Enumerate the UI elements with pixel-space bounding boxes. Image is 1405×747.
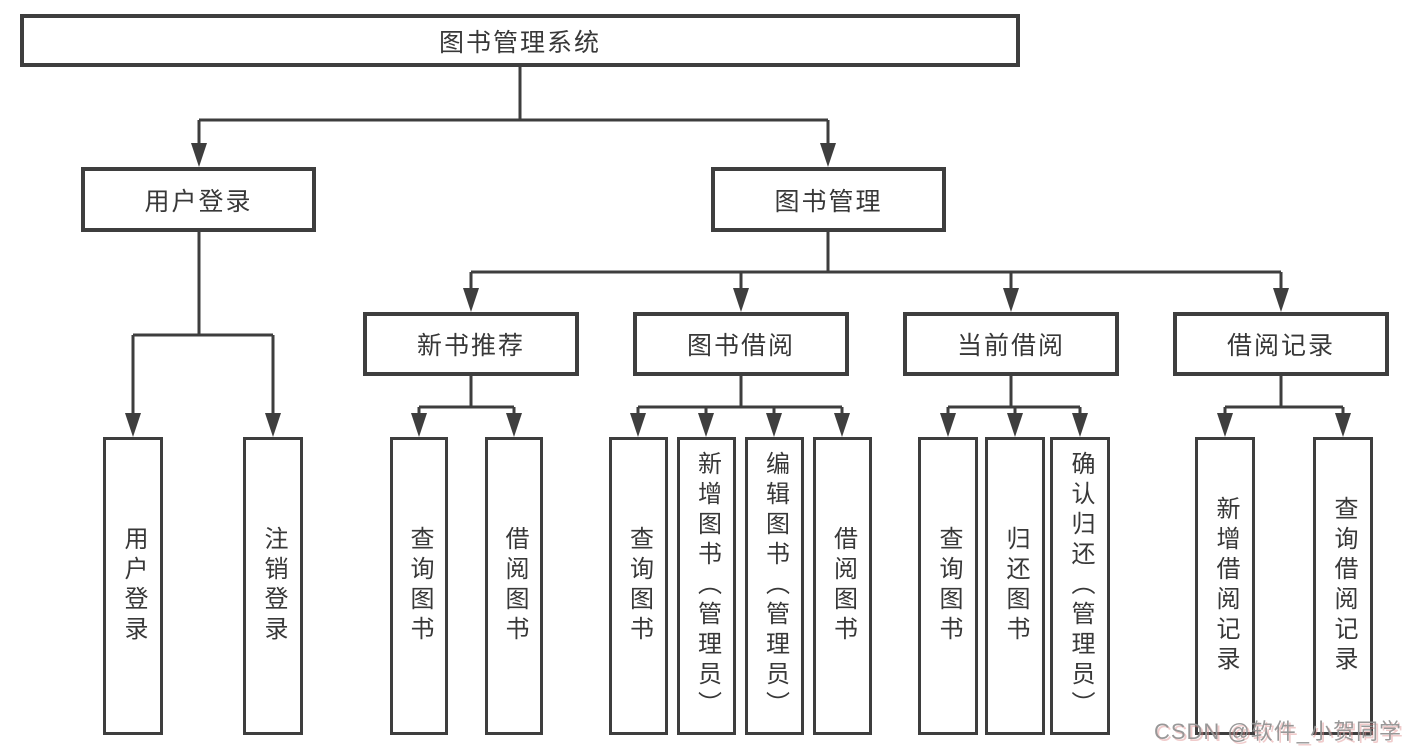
leaf-query-borrow-record: 查询借阅记录 <box>1313 437 1373 735</box>
edge-root-to-level2 <box>191 67 836 167</box>
node-label: 确认归还（管理员） <box>1067 451 1094 721</box>
leaf-add-books-admin: 新增图书（管理员） <box>677 437 736 735</box>
leaf-query-books-2: 查询图书 <box>609 437 668 735</box>
leaf-user-login: 用户登录 <box>103 437 163 735</box>
node-new-book-recommend: 新书推荐 <box>363 312 579 376</box>
node-label: 新增借阅记录 <box>1212 496 1239 676</box>
csdn-watermark: CSDN @软件_小贺同学 <box>1153 719 1402 744</box>
edge-borrow-to-leaves <box>630 376 850 437</box>
edge-records-to-leaves <box>1217 376 1351 437</box>
node-label: 查询图书 <box>935 526 962 646</box>
leaf-return-books: 归还图书 <box>985 437 1045 735</box>
node-label: 借阅图书 <box>829 526 857 646</box>
node-label: 查询图书 <box>625 526 653 646</box>
leaf-edit-books-admin: 编辑图书（管理员） <box>745 437 804 735</box>
node-current-borrowing: 当前借阅 <box>903 312 1119 376</box>
node-label: 用户登录 <box>144 187 253 216</box>
node-user-login: 用户登录 <box>81 167 316 232</box>
leaf-query-books-3: 查询图书 <box>918 437 978 735</box>
node-book-borrowing: 图书借阅 <box>633 312 849 376</box>
leaf-confirm-return-admin: 确认归还（管理员） <box>1050 437 1110 735</box>
node-label: 查询借阅记录 <box>1330 496 1357 676</box>
edge-userlogin-to-leaves <box>125 232 281 437</box>
leaf-add-borrow-record: 新增借阅记录 <box>1195 437 1255 735</box>
node-root-library-system: 图书管理系统 <box>20 14 1020 67</box>
node-label: 归还图书 <box>1002 526 1029 646</box>
node-label: 图书借阅 <box>686 332 795 360</box>
node-borrowing-records: 借阅记录 <box>1173 312 1389 376</box>
leaf-borrow-books-1: 借阅图书 <box>485 437 543 735</box>
node-label: 借阅记录 <box>1226 332 1335 360</box>
node-label: 图书管理 <box>774 187 883 216</box>
edge-current-to-leaves <box>940 376 1088 437</box>
node-label: 新书推荐 <box>416 332 525 360</box>
edge-bookmgmt-to-level3 <box>463 232 1289 312</box>
node-label: 注销登录 <box>260 526 287 646</box>
node-label: 查询图书 <box>406 526 433 646</box>
node-label: 用户登录 <box>120 526 147 646</box>
node-label: 新增图书（管理员） <box>693 451 721 721</box>
node-label: 编辑图书（管理员） <box>761 451 789 721</box>
leaf-query-books-1: 查询图书 <box>390 437 448 735</box>
leaf-borrow-books-2: 借阅图书 <box>813 437 872 735</box>
node-label: 当前借阅 <box>956 332 1065 360</box>
node-label: 借阅图书 <box>501 526 528 646</box>
node-label: 图书管理系统 <box>438 28 601 57</box>
edge-newbooks-to-leaves <box>411 376 522 437</box>
leaf-logout: 注销登录 <box>243 437 303 735</box>
node-book-management: 图书管理 <box>711 167 946 232</box>
